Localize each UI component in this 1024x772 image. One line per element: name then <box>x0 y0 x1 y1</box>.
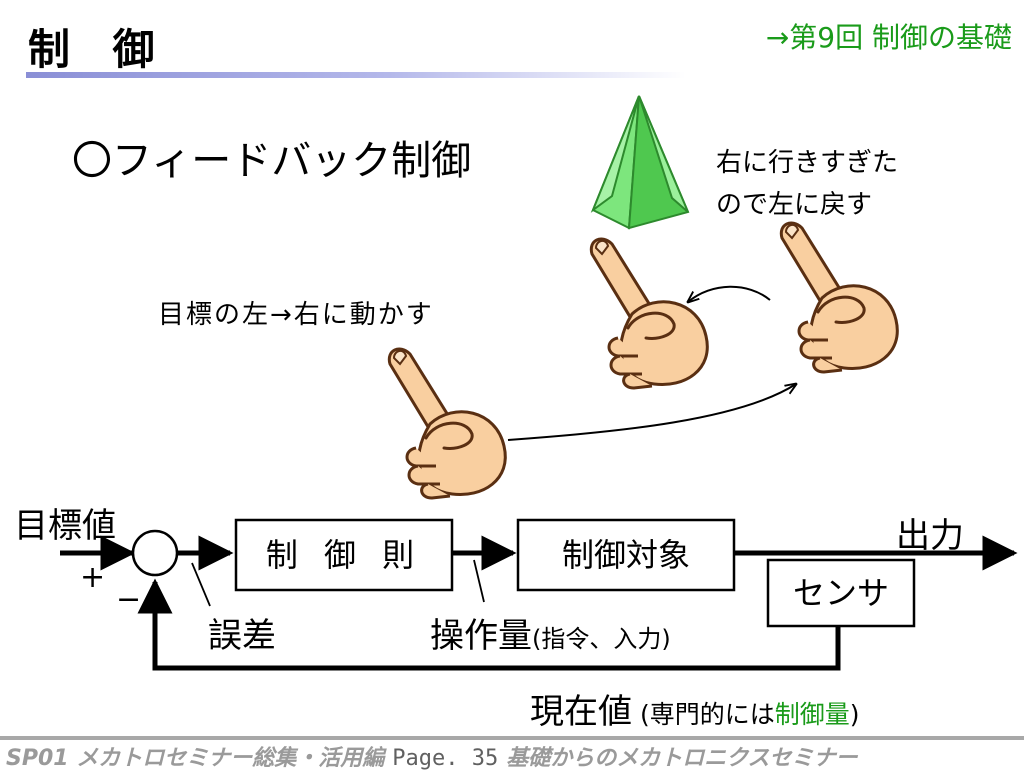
current-value-main: 現在値 <box>530 692 632 732</box>
controller-label: 制 御 則 <box>266 536 422 574</box>
motion-arrow-right <box>507 384 796 441</box>
manipulated-label-note: (指令、入力) <box>532 625 671 653</box>
plus-sign: + <box>80 560 106 595</box>
pyramid-icon <box>590 95 690 230</box>
note-move-right: 目標の左→右に動かす <box>158 300 434 330</box>
manipulated-leader <box>473 559 485 603</box>
footer-course: 基礎からのメカトロニクスセミナー <box>506 746 858 771</box>
note-overshoot-line2: ので左に戻す <box>716 190 873 220</box>
note-overshoot: 右に行きすぎた ので左に戻す <box>716 142 898 226</box>
pointing-hand-icon-start <box>387 347 507 500</box>
current-value-label: 現在値 (専門的には制御量) <box>530 684 859 733</box>
page-title: 制 御 <box>28 25 169 74</box>
sensor-block <box>766 558 916 628</box>
footer-series: SP01 メカトロセミナー総集・活用編 <box>6 746 385 771</box>
manipulated-label: 操作量(指令、入力) <box>430 608 671 657</box>
current-note-suffix: ) <box>849 700 860 729</box>
sensor-label: センサ <box>793 574 889 612</box>
output-label: 出力 <box>896 516 964 556</box>
input-label: 目標値 <box>14 506 116 546</box>
title-underline <box>26 72 686 78</box>
current-note-prefix: (専門的には <box>632 700 775 729</box>
controller-block <box>234 518 454 592</box>
manipulated-label-main: 操作量 <box>430 616 532 656</box>
chapter-link[interactable]: →第9回 制御の基礎 <box>765 21 1012 54</box>
motion-arrow-back <box>688 285 771 302</box>
note-overshoot-line1: 右に行きすぎた <box>716 148 899 178</box>
error-leader <box>191 562 211 607</box>
footer: SP01 メカトロセミナー総集・活用編 Page. 35 基礎からのメカトロニクスセ… <box>6 740 858 772</box>
summing-junction <box>131 529 179 577</box>
pointing-hand-icon-overshoot <box>589 237 709 390</box>
section-heading: 〇フィードバック制御 <box>72 138 472 184</box>
plant-block <box>516 518 736 592</box>
feedback-path <box>137 578 841 671</box>
page-number: Page. 35 <box>392 746 499 771</box>
footer-divider <box>0 736 1024 740</box>
pointing-hand-icon-correct <box>779 221 899 374</box>
current-value-note: (専門的には制御量) <box>632 700 860 729</box>
current-note-highlight: 制御量 <box>774 700 850 729</box>
minus-sign: − <box>116 582 142 617</box>
error-label: 誤差 <box>208 616 276 656</box>
plant-label: 制御対象 <box>562 536 690 574</box>
